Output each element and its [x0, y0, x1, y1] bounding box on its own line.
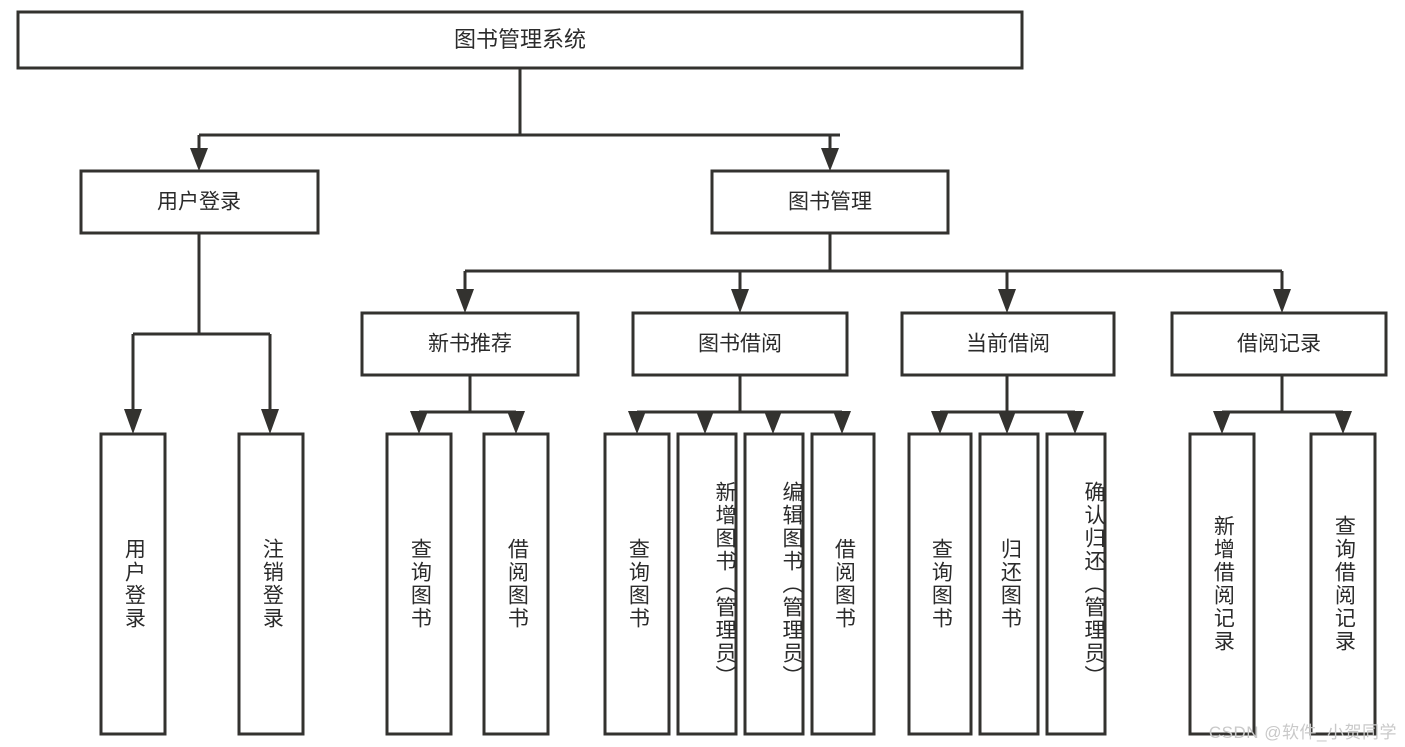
leaf-book-borrow-lend[interactable]: [810, 432, 876, 736]
node-current-borrow-label: 当前借阅: [966, 333, 1050, 356]
node-user-login[interactable]: [79, 169, 320, 235]
watermark-csdn: CSDN @软件_小贺同学: [1208, 723, 1397, 742]
node-borrow-record-label: 借阅记录: [1237, 333, 1321, 356]
leaf-current-borrow-return[interactable]: [978, 432, 1040, 736]
leaf-new-book-borrow[interactable]: [482, 432, 550, 736]
leaf-book-borrow-query[interactable]: [603, 432, 671, 736]
leaf-current-borrow-confirm[interactable]: [1045, 432, 1107, 736]
node-new-book-recommend[interactable]: [360, 311, 580, 377]
arrow-to-user-login: [190, 148, 208, 171]
node-root-label: 图书管理系统: [454, 27, 586, 52]
node-book-borrow[interactable]: [631, 311, 849, 377]
connector-book-manage-to-level3: [456, 233, 1291, 313]
node-user-login-label: 用户登录: [157, 191, 241, 214]
leaf-borrow-record-add[interactable]: [1188, 432, 1256, 736]
node-current-borrow[interactable]: [900, 311, 1116, 377]
connector-root-to-level2: [190, 68, 840, 171]
connector-user-login-to-leaves: [124, 233, 279, 434]
node-root-book-management-system[interactable]: [16, 10, 1024, 70]
connector-new-book-to-leaves: [410, 375, 525, 434]
node-book-management[interactable]: [710, 169, 950, 235]
node-book-management-label: 图书管理: [788, 191, 872, 214]
connector-current-borrow-to-leaves: [931, 375, 1084, 434]
leaf-current-borrow-query[interactable]: [907, 432, 973, 736]
leaf-book-borrow-add[interactable]: [676, 432, 738, 736]
node-borrow-record[interactable]: [1170, 311, 1388, 377]
leaf-user-login-logout[interactable]: [237, 432, 305, 736]
leaf-user-login-login[interactable]: [99, 432, 167, 736]
leaf-book-borrow-edit[interactable]: [743, 432, 805, 736]
leaf-borrow-record-query[interactable]: [1309, 432, 1377, 736]
node-book-borrow-label: 图书借阅: [698, 333, 782, 356]
connector-borrow-record-to-leaves: [1213, 375, 1352, 434]
connector-book-borrow-to-leaves: [628, 375, 851, 434]
leaf-new-book-query[interactable]: [385, 432, 453, 736]
node-new-book-recommend-label: 新书推荐: [428, 333, 512, 356]
arrow-to-book-manage: [821, 148, 839, 171]
